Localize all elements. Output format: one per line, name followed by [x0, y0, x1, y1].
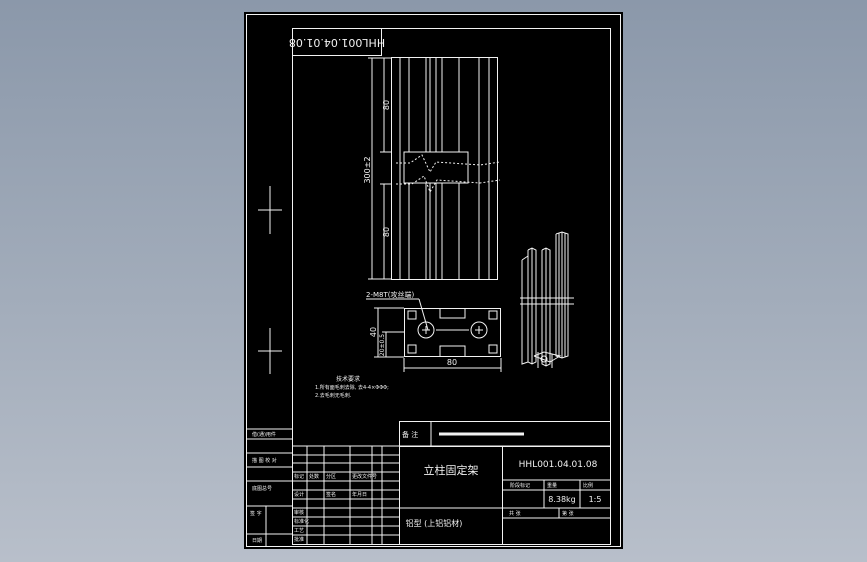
- dim-height-upper: 80: [382, 100, 391, 110]
- sheet-of: 第 张: [562, 510, 574, 517]
- tb-zone: 分区: [326, 473, 336, 480]
- drawing-number: HHL001.04.01.08: [519, 460, 598, 470]
- tb-design: 设计: [294, 491, 304, 498]
- tb-standardization: 标准化: [294, 518, 309, 525]
- tb-review: 审核: [294, 509, 304, 516]
- cad-drawing: HHL001.04.01.08 80 300±2 80: [246, 14, 621, 547]
- inner-border: [292, 28, 611, 545]
- thread-callout: 2-M8T(攻丝端): [366, 290, 414, 299]
- tech-notes-line1: 1.所有面毛刺去除, 去4-4×ΦΦΦ;: [315, 384, 389, 391]
- tb-count: 处数: [309, 473, 319, 480]
- tech-notes-line2: 2.去毛刺无毛刺.: [315, 392, 352, 399]
- tech-notes: 技术要求 1.所有面毛刺去除, 去4-4×ΦΦΦ; 2.去毛刺无毛刺.: [315, 375, 389, 399]
- center-mark-lower: [258, 328, 282, 374]
- material: 铝型 (上铝铝材): [406, 518, 463, 528]
- dim-80: 80: [447, 358, 457, 367]
- front-view: [368, 57, 501, 280]
- scale-label: 比例: [583, 482, 593, 489]
- side-label-column: 借(通)用件 描 图 校 对 底图总号 签 字 日期: [246, 428, 292, 547]
- rotated-drawing-number: HHL001.04.01.08: [289, 36, 385, 49]
- remarks-label: 备 注: [402, 430, 418, 439]
- side-label-4: 签 字: [250, 510, 262, 517]
- tb-approve: 批准: [294, 536, 304, 543]
- side-label-2: 描 图 校 对: [252, 457, 277, 464]
- tb-process: 工艺: [294, 528, 304, 534]
- center-mark-upper: [258, 186, 282, 234]
- scale-value: 1:5: [589, 495, 602, 504]
- tech-notes-title: 技术要求: [336, 375, 360, 383]
- weight-value: 8.38kg: [548, 495, 576, 504]
- stage-label: 阶段标记: [510, 482, 530, 489]
- dim-height-total: 300±2: [363, 156, 372, 183]
- tb-sign: 签名: [326, 491, 336, 498]
- title-block: 备 注 标记 处数 分区 更改文件号 设计 审核 工艺: [292, 421, 611, 545]
- side-label-5: 日期: [252, 538, 262, 544]
- part-name: 立柱固定架: [424, 463, 479, 477]
- weight-label: 重量: [547, 482, 557, 489]
- tb-date: 年月日: [352, 491, 367, 498]
- isometric-view: [520, 231, 574, 368]
- dim-40: 40: [369, 327, 378, 337]
- side-label-3: 底图总号: [252, 485, 272, 492]
- tb-mark: 标记: [294, 473, 304, 480]
- outer-border: [246, 14, 621, 547]
- dim-20: 20±0.5: [379, 334, 386, 356]
- cad-viewport[interactable]: HHL001.04.01.08 80 300±2 80: [244, 12, 623, 549]
- side-label-1: 借(通)用件: [252, 431, 276, 438]
- sheet-total: 共 张: [509, 510, 521, 517]
- rotated-number-box: HHL001.04.01.08: [289, 28, 385, 56]
- tb-change-doc: 更改文件号: [352, 473, 377, 480]
- dim-height-lower: 80: [382, 227, 391, 237]
- section-view: 2-M8T(攻丝端): [366, 290, 502, 372]
